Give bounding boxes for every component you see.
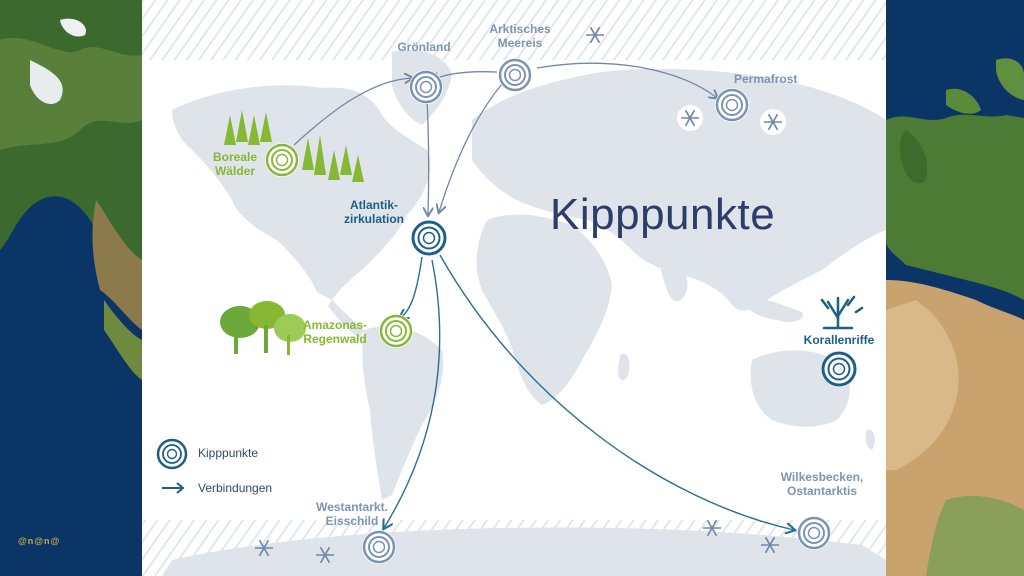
label-westantarktis: Westantarkt. Eisschild [316, 500, 388, 528]
legend-kipppunkte-label: Kipppunkte [198, 446, 259, 460]
arrow-atlantik-amazonas [400, 256, 423, 318]
satellite-left-panel [0, 0, 142, 576]
arrow-meereis-permafrost [536, 62, 717, 98]
arrow-atlantik-wilkesbecken [439, 254, 794, 530]
logo: @n@n@ [18, 536, 61, 546]
legend-tipping-point-icon [156, 438, 188, 470]
label-permafrost: Permafrost [734, 72, 798, 86]
tipping-point-wilkesbecken [797, 516, 831, 550]
label-wilkesbecken: Wilkesbecken, Ostantarktis [780, 470, 864, 498]
label-boreale-waelder: Boreale Wälder [212, 150, 258, 178]
label-korallenriffe: Korallenriffe [803, 333, 875, 347]
label-groenland: Grönland [397, 40, 451, 54]
tipping-point-korallenriffe [821, 351, 857, 387]
tipping-point-arktisches-meereis [498, 58, 532, 92]
arrow-boreale-groenland [293, 78, 412, 146]
slide: Grönland Arktisches Meereis Permafrost B… [142, 0, 886, 576]
satellite-right-panel [886, 0, 1024, 576]
world-map [142, 0, 886, 576]
snowflake-icon [760, 109, 786, 135]
arrow-groenland-atlantik [427, 99, 429, 215]
tipping-point-boreale-waelder [265, 143, 299, 177]
tipping-point-westantarktis [362, 530, 396, 564]
legend-verbindungen-label: Verbindungen [198, 481, 273, 495]
arrow-atlantik-westantarktis [384, 259, 441, 528]
snowflake-icon [677, 105, 703, 131]
forest-trees-icon [224, 110, 364, 182]
snowflake-icon [761, 536, 779, 554]
coral-icon [820, 295, 864, 330]
snowflake-icon [255, 539, 273, 557]
page-title: Kipppunkte [550, 190, 776, 239]
arrow-meereis-atlantik [439, 83, 503, 212]
tipping-point-permafrost [715, 88, 749, 122]
tipping-point-groenland [409, 70, 443, 104]
snowflake-icon [703, 519, 721, 537]
label-arktisches-meereis: Arktisches Meereis [489, 22, 551, 50]
legend-arrow-icon [162, 482, 185, 494]
snowflake-icon [586, 26, 604, 44]
label-amazonas: Amazonas- Regenwald [302, 318, 367, 346]
snowflake-icon [316, 546, 334, 564]
tipping-point-atlantikzirkulation [411, 220, 447, 256]
rainforest-icon [220, 301, 306, 355]
label-atlantikzirkulation: Atlantik- zirkulation [343, 198, 404, 226]
tipping-point-amazonas [379, 314, 413, 348]
